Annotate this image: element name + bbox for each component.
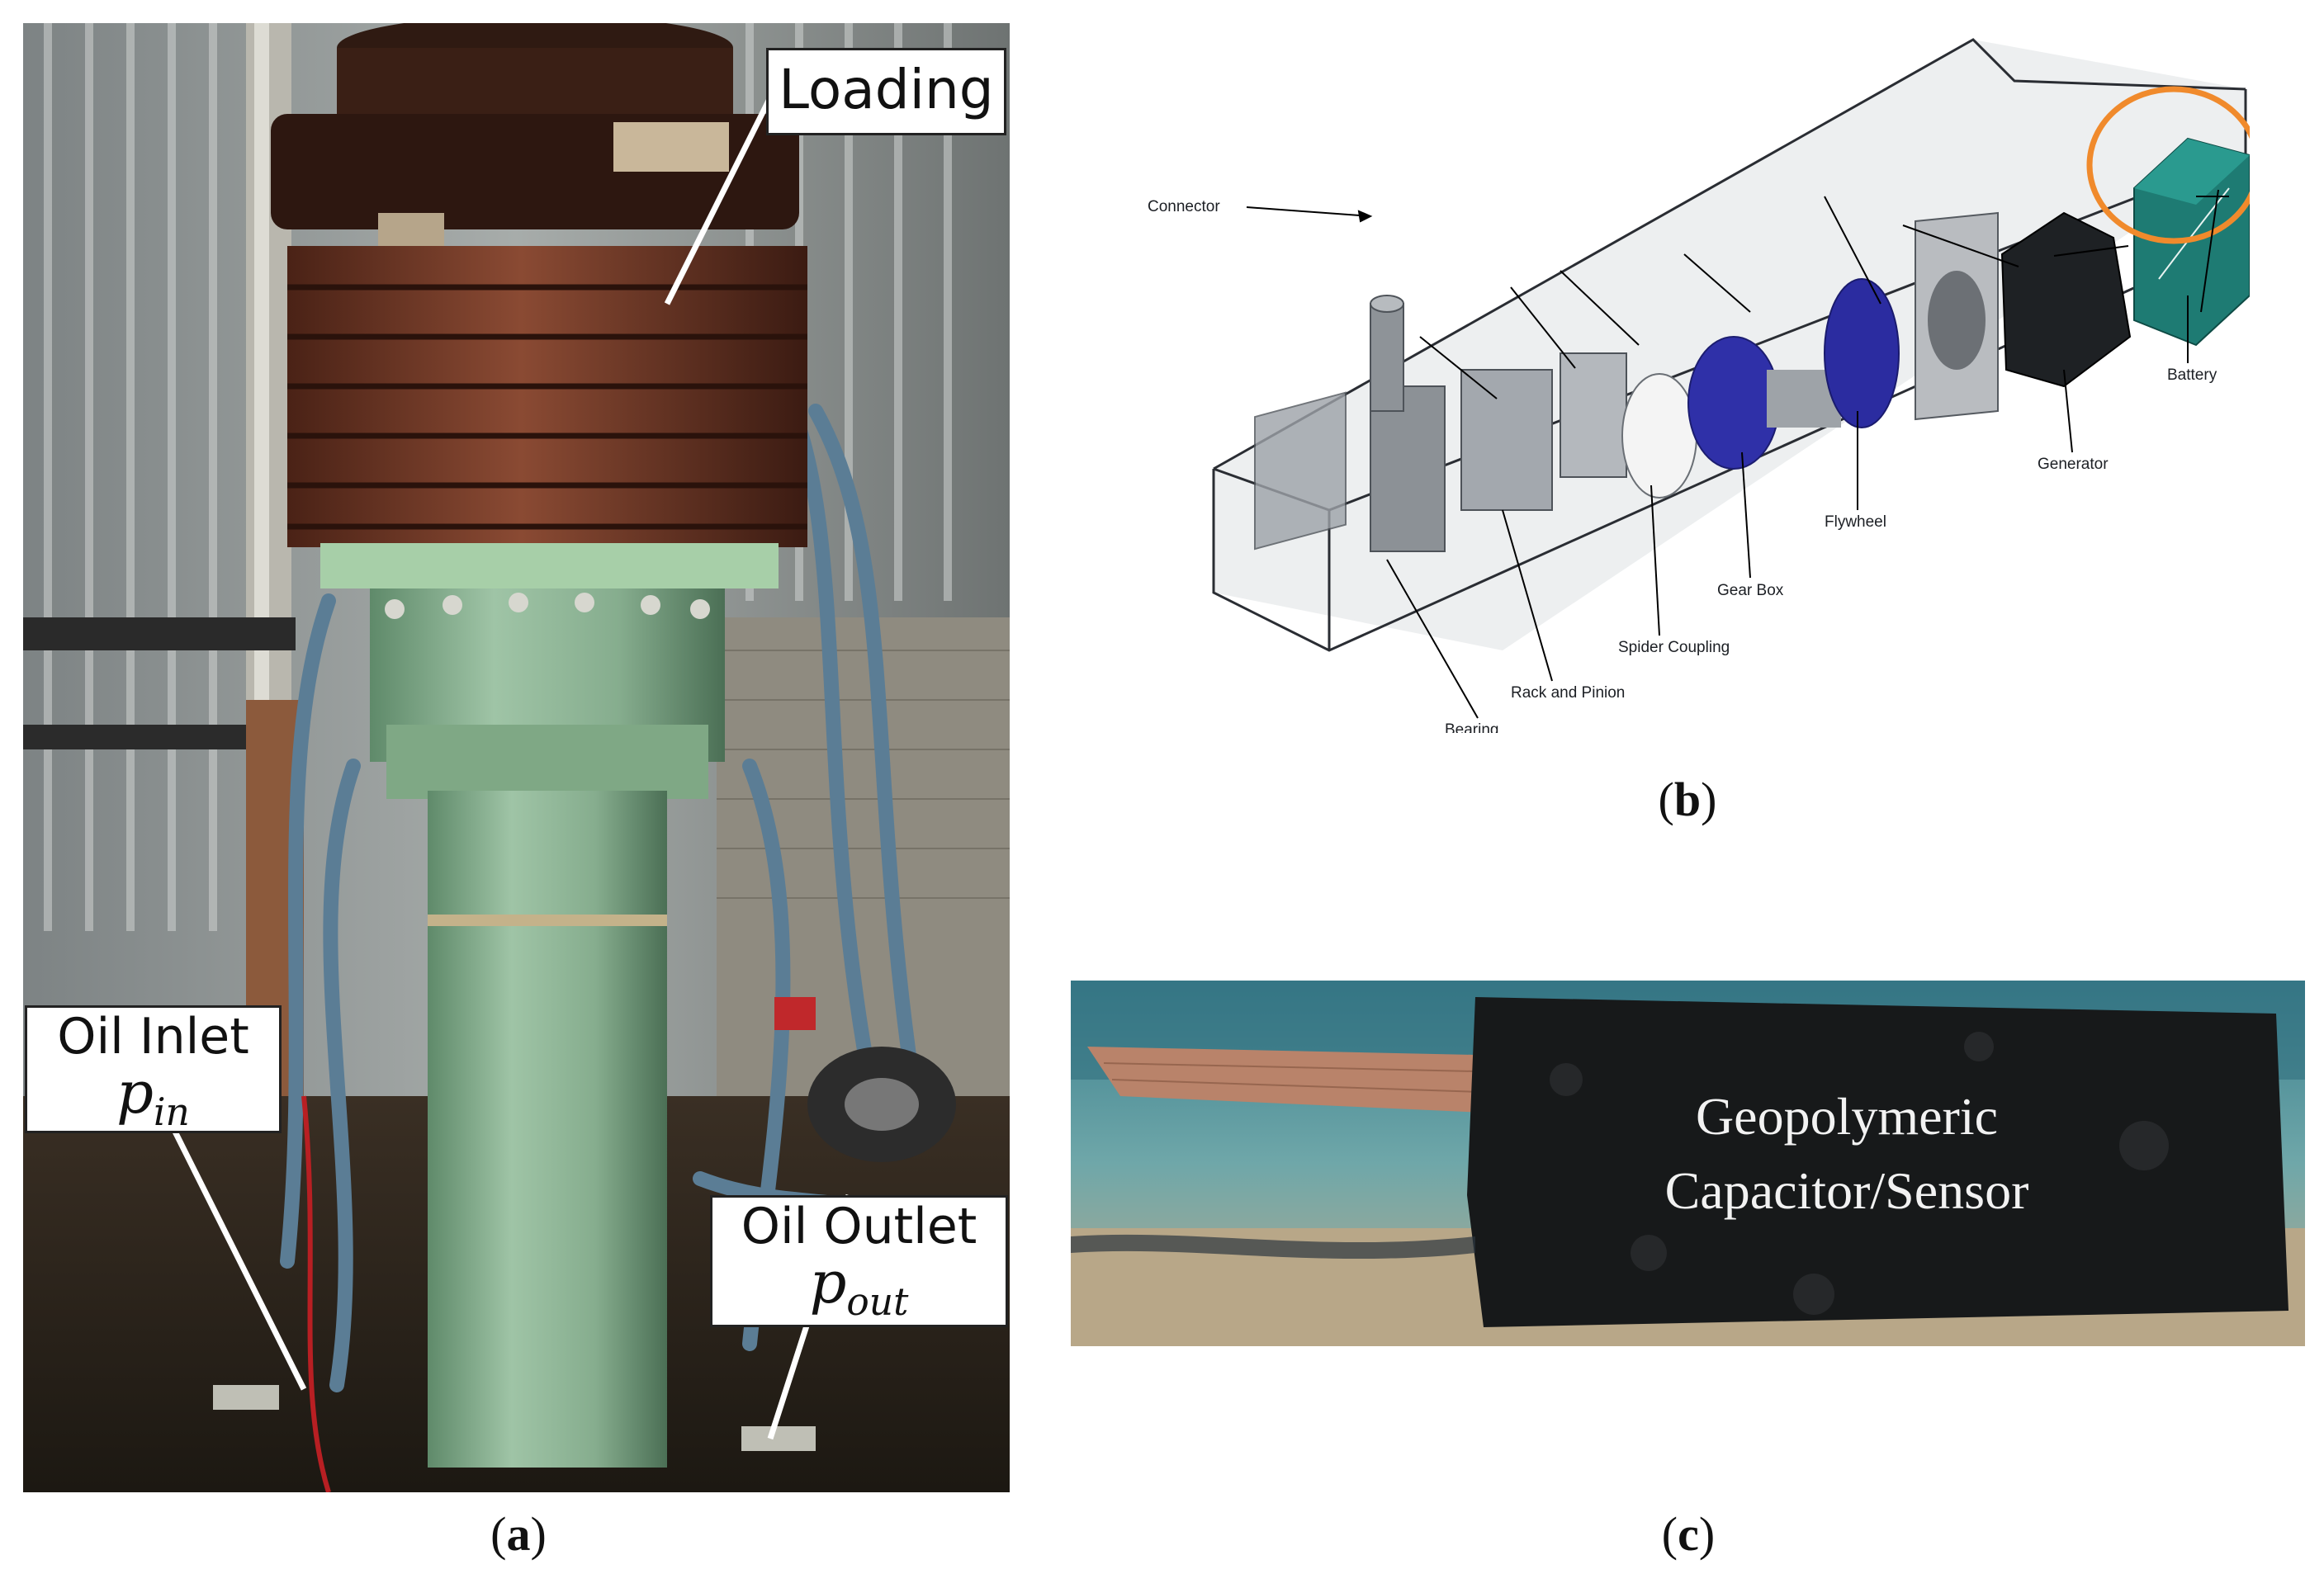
panel-b-cad: Connector Battery Generator Flywheel Gea… [1123,23,2250,733]
panel-a-photo: Loading Oil Inlet pin Oil Outlet pout [23,23,1010,1492]
label-loading-text: Loading [779,58,994,121]
label-oil-outlet-symbol: pout [809,1249,909,1324]
label-oil-outlet-text: Oil Outlet [741,1198,977,1255]
panel-c-photo: Geopolymeric Capacitor/Sensor [1071,981,2305,1346]
label-oil-inlet-symbol: pin [116,1059,190,1134]
panel-c-illustration [1071,981,2305,1346]
caption-b: (b) [1658,773,1717,826]
label-loading: Loading [766,48,1006,135]
label-flywheel: Flywheel [1825,513,1886,531]
label-oil-inlet-text: Oil Inlet [57,1008,249,1066]
capacitor-text-line2: Capacitor/Sensor [1664,1161,2029,1220]
label-battery: Battery [2167,366,2218,384]
capacitor-text-line1: Geopolymeric [1695,1087,1999,1146]
label-generator: Generator [2038,456,2109,473]
panel-b-illustration: Connector Battery Generator Flywheel Gea… [1148,38,2250,733]
label-rack-and-pinion: Rack and Pinion [1511,684,1625,702]
label-bearing: Bearing [1445,721,1499,733]
caption-a: (a) [490,1507,547,1561]
battery-highlight-circle [2086,86,2250,244]
caption-c: (c) [1661,1507,1716,1561]
label-connector: Connector [1148,198,1220,215]
capacitor-text: Geopolymeric Capacitor/Sensor [1599,1080,2094,1228]
label-oil-outlet: Oil Outlet pout [710,1195,1008,1327]
label-gear-box: Gear Box [1717,582,1784,599]
label-oil-inlet: Oil Inlet pin [25,1005,282,1133]
label-spider-coupling: Spider Coupling [1618,639,1730,656]
